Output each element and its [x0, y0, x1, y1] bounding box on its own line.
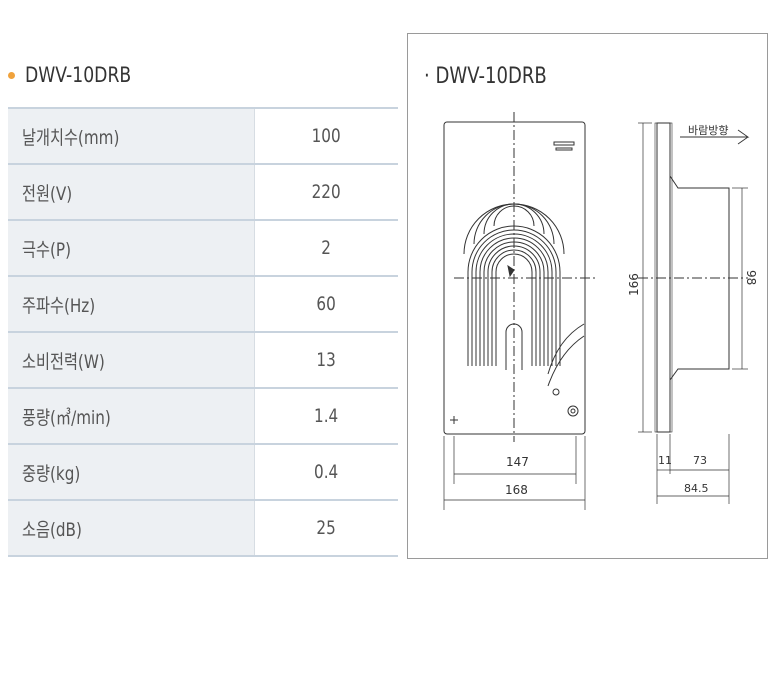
row-label: 극수(P) — [8, 219, 255, 276]
row-value: 100 — [254, 107, 398, 164]
table-row: 소비전력(W) 13 — [8, 331, 398, 388]
row-label: 소음(dB) — [8, 499, 255, 557]
table-row: 풍량(㎥/min) 1.4 — [8, 387, 398, 444]
drawing-svg: 바람방향 147 168 166 98 11 73 84.5 — [443, 112, 758, 510]
table-row: 전원(V) 220 — [8, 163, 398, 220]
row-label: 전원(V) — [8, 163, 255, 220]
airflow-label: 바람방향 — [688, 124, 728, 137]
table-row: 소음(dB) 25 — [8, 499, 398, 557]
table-row: 중량(kg) 0.4 — [8, 443, 398, 500]
row-value: 25 — [254, 499, 398, 557]
dim-label-98: 98 — [744, 270, 758, 285]
drawing-title: · DWV-10DRB — [424, 64, 547, 89]
row-value: 220 — [254, 163, 398, 220]
row-value: 1.4 — [254, 387, 398, 444]
spec-title-text: DWV-10DRB — [25, 63, 132, 87]
dimension-drawing: · DWV-10DRB — [407, 33, 768, 559]
row-label: 주파수(Hz) — [8, 275, 255, 332]
row-label: 풍량(㎥/min) — [8, 387, 255, 444]
dim-label-168: 168 — [505, 483, 528, 497]
airflow-arrow — [680, 129, 750, 145]
spec-title: DWV-10DRB — [8, 58, 155, 92]
row-value: 0.4 — [254, 443, 398, 500]
dim-label-73: 73 — [693, 454, 707, 467]
screw-circle — [567, 405, 579, 417]
table-row: 날개치수(mm) 100 — [8, 107, 398, 164]
dim-label-11: 11 — [658, 454, 672, 467]
dim-label-147: 147 — [506, 455, 529, 469]
table-row: 극수(P) 2 — [8, 219, 398, 276]
row-value: 2 — [254, 219, 398, 276]
dim-label-84-5: 84.5 — [684, 482, 709, 495]
spec-table: 날개치수(mm) 100 전원(V) 220 극수(P) 2 주파수(Hz) 6… — [8, 107, 398, 557]
dim-label-166: 166 — [627, 273, 641, 296]
row-value: 13 — [254, 331, 398, 388]
row-value: 60 — [254, 275, 398, 332]
row-label: 날개치수(mm) — [8, 107, 255, 164]
table-row: 주파수(Hz) 60 — [8, 275, 398, 332]
bullet-dot-icon — [8, 71, 15, 79]
row-label: 소비전력(W) — [8, 331, 255, 388]
row-label: 중량(kg) — [8, 443, 255, 500]
